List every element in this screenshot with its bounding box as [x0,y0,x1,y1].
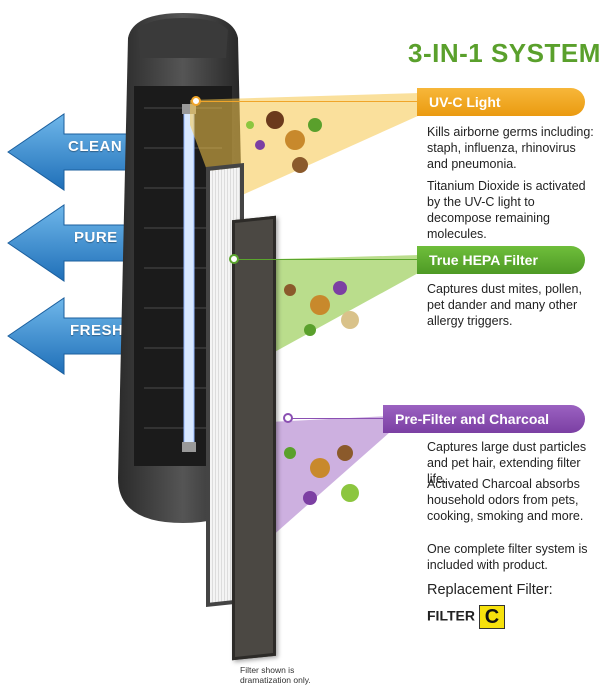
replacement-filter-label: Replacement Filter: [427,582,553,598]
pre-connector-dot [283,413,293,423]
page-title: 3-IN-1 SYSTEM [408,38,601,68]
arrow-label-pure: PURE [74,229,118,246]
hepa-beam [240,255,420,360]
filter-word: FILTER [427,607,475,624]
disclaimer-text: Filter shown is dramatization only. [240,665,311,685]
uv-light-heading: UV-C Light [417,88,585,116]
hepa-connector-dot [229,254,239,264]
pre-desc-3: One complete filter system is included w… [427,542,588,572]
charcoal-filter-panel [232,215,276,661]
filter-code-badge: C [478,605,505,629]
arrow-label-fresh: FRESH [70,322,124,339]
hepa-connector-line [236,259,418,260]
pre-filter-heading: Pre-Filter and Charcoal Layer [383,405,585,455]
uv-desc-1: Kills airborne germs including: staph, i… [427,125,594,171]
hepa-filter-heading: True HEPA Filter [417,246,585,274]
uv-connector-line [198,101,418,102]
uv-light-beam [190,93,420,205]
hepa-desc-1: Captures dust mites, pollen, pet dander … [427,282,582,328]
uv-connector-dot [191,96,201,106]
pre-filter-beam [250,416,390,538]
pre-connector-line [290,418,384,419]
pre-desc-1: Captures large dust particles and pet ha… [427,440,587,486]
arrow-label-clean: CLEAN [68,138,123,155]
pre-desc-2: Activated Charcoal absorbs household odo… [427,477,584,523]
uv-desc-2: Titanium Dioxide is activated by the UV-… [427,179,586,241]
